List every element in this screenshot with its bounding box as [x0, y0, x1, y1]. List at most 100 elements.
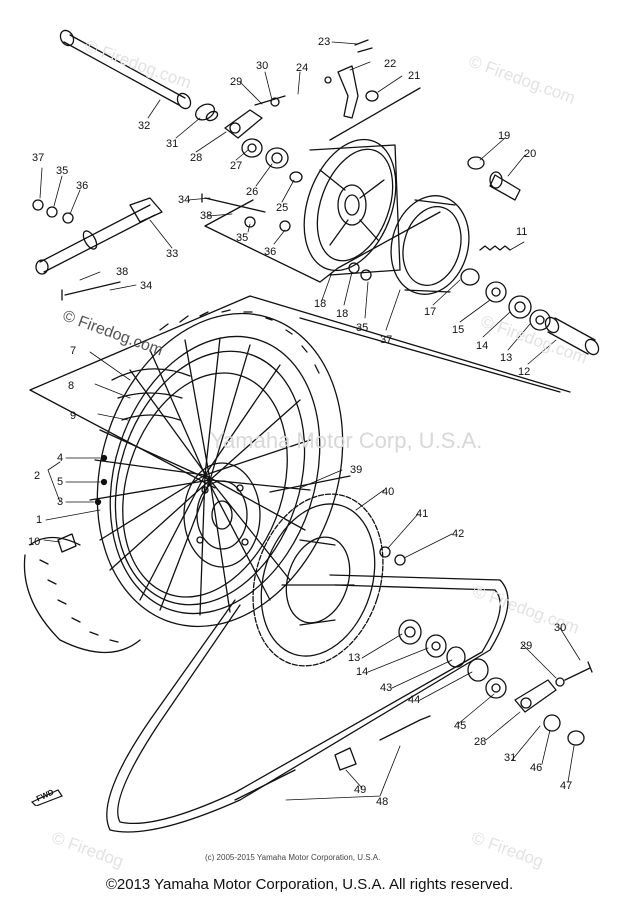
collar-43: [446, 646, 466, 668]
part-number-label: 30: [554, 622, 567, 634]
sprocket-40: [252, 493, 384, 667]
brake-cam-lever: [324, 39, 379, 119]
part-number-label: 41: [416, 508, 429, 520]
part-number-label: 28: [190, 152, 203, 164]
collar-31: [195, 103, 219, 122]
part-number-label: 47: [560, 780, 573, 792]
part-number-label: 29: [520, 640, 533, 652]
tire-9: [121, 414, 181, 421]
part-number-label: 39: [350, 464, 363, 476]
part-number-label: 36: [264, 246, 277, 258]
tension-bar-33: [35, 197, 163, 275]
valve-10: [57, 533, 77, 553]
part-number-label: 18: [314, 298, 327, 310]
part-number-label: 36: [76, 180, 89, 192]
part-number-label: 38: [200, 210, 213, 222]
seal-26: [265, 147, 289, 169]
washer-19: [467, 156, 485, 170]
part-number-label: 43: [380, 682, 393, 694]
part-number-label: 48: [376, 796, 389, 808]
spoke-3: [94, 498, 102, 506]
rim-band-7: [111, 368, 191, 381]
part-number-label: 14: [356, 666, 369, 678]
drive-chain: [106, 574, 509, 833]
chain-puller-28-lower: [514, 679, 557, 713]
spring-18: [479, 245, 511, 251]
part-number-label: 1: [36, 514, 43, 526]
nut-35-left: [46, 206, 58, 218]
seal-44: [467, 658, 489, 682]
part-number-label: 27: [230, 160, 243, 172]
leader-lines: [39, 41, 581, 801]
forward-arrow-icon: [30, 789, 63, 807]
part-number-label: 12: [518, 366, 531, 378]
part-number-label: 37: [380, 334, 393, 346]
oring-25: [289, 171, 303, 183]
part-number-label: 22: [384, 58, 397, 70]
spacer-15: [460, 268, 480, 286]
nut-47: [567, 730, 585, 746]
spoke-5: [100, 478, 108, 486]
part-number-label: 7: [70, 345, 77, 357]
part-number-label: 26: [246, 186, 259, 198]
seal-14: [485, 281, 507, 303]
axle-32: [59, 29, 192, 110]
chain-puller-28: [224, 95, 286, 139]
part-number-label: 3: [57, 496, 64, 508]
rear-wheel: [23, 309, 344, 654]
part-number-label: 46: [530, 762, 543, 774]
tube-8: [117, 392, 183, 399]
nut-42: [394, 554, 406, 566]
chain-links-48: [234, 715, 431, 801]
part-number-label: 8: [68, 380, 75, 392]
part-number-label: 35: [356, 322, 369, 334]
part-number-label: 33: [166, 248, 179, 260]
forward-arrow: FWD: [30, 788, 64, 807]
part-number-label: 23: [318, 36, 331, 48]
bearing-13: [508, 295, 532, 319]
part-number-label: 4: [57, 452, 64, 464]
part-number-label: 18: [336, 308, 349, 320]
part-number-label: 34: [178, 194, 191, 206]
part-number-label: 13: [348, 652, 361, 664]
part-number-label: 35: [236, 232, 249, 244]
part-number-label: 37: [32, 152, 45, 164]
part-number-label: 13: [500, 352, 513, 364]
nut-37-low: [360, 269, 372, 281]
part-number-label: 19: [498, 130, 511, 142]
part-number-label: 14: [476, 340, 489, 352]
part-number-label: 9: [70, 410, 77, 422]
nut-36-mid: [279, 220, 291, 232]
collar-45: [485, 677, 507, 699]
bearing-12: [529, 309, 551, 331]
nut-37-left: [32, 199, 44, 211]
part-number-label: 34: [140, 280, 153, 292]
bearing-13-left: [398, 619, 422, 645]
part-number-label: 40: [382, 486, 395, 498]
watermark-yamaha-center: Yamaha Motor Corp, U.S.A.: [210, 428, 483, 453]
part-number-label: 31: [166, 138, 179, 150]
part-number-label: 29: [230, 76, 243, 88]
spacer-11: [544, 316, 600, 356]
washer-41: [379, 546, 391, 558]
part-number-label: 2: [34, 470, 41, 482]
part-number-label: 10: [28, 536, 41, 548]
nut-36-left: [62, 212, 74, 224]
part-number-label: 35: [56, 165, 69, 177]
part-number-label: 42: [452, 528, 465, 540]
part-number-label: 44: [408, 694, 421, 706]
washer-46: [543, 714, 561, 732]
spoke-4: [100, 454, 108, 462]
footer-copyright: ©2013 Yamaha Motor Corporation, U.S.A. A…: [105, 876, 514, 893]
washer-29-lower: [555, 677, 565, 687]
part-number-label: 17: [424, 306, 437, 318]
chain-joint-49: [334, 747, 357, 771]
nut-35-mid: [244, 216, 256, 228]
brake-shoe-plate: [303, 138, 401, 276]
frame-line-upper: [204, 87, 441, 283]
bolt-30-lower: [564, 661, 593, 681]
part-number-label: 32: [138, 120, 151, 132]
part-number-label: 25: [276, 202, 289, 214]
part-number-label: 20: [524, 148, 537, 160]
part-number-label: 28: [474, 736, 487, 748]
